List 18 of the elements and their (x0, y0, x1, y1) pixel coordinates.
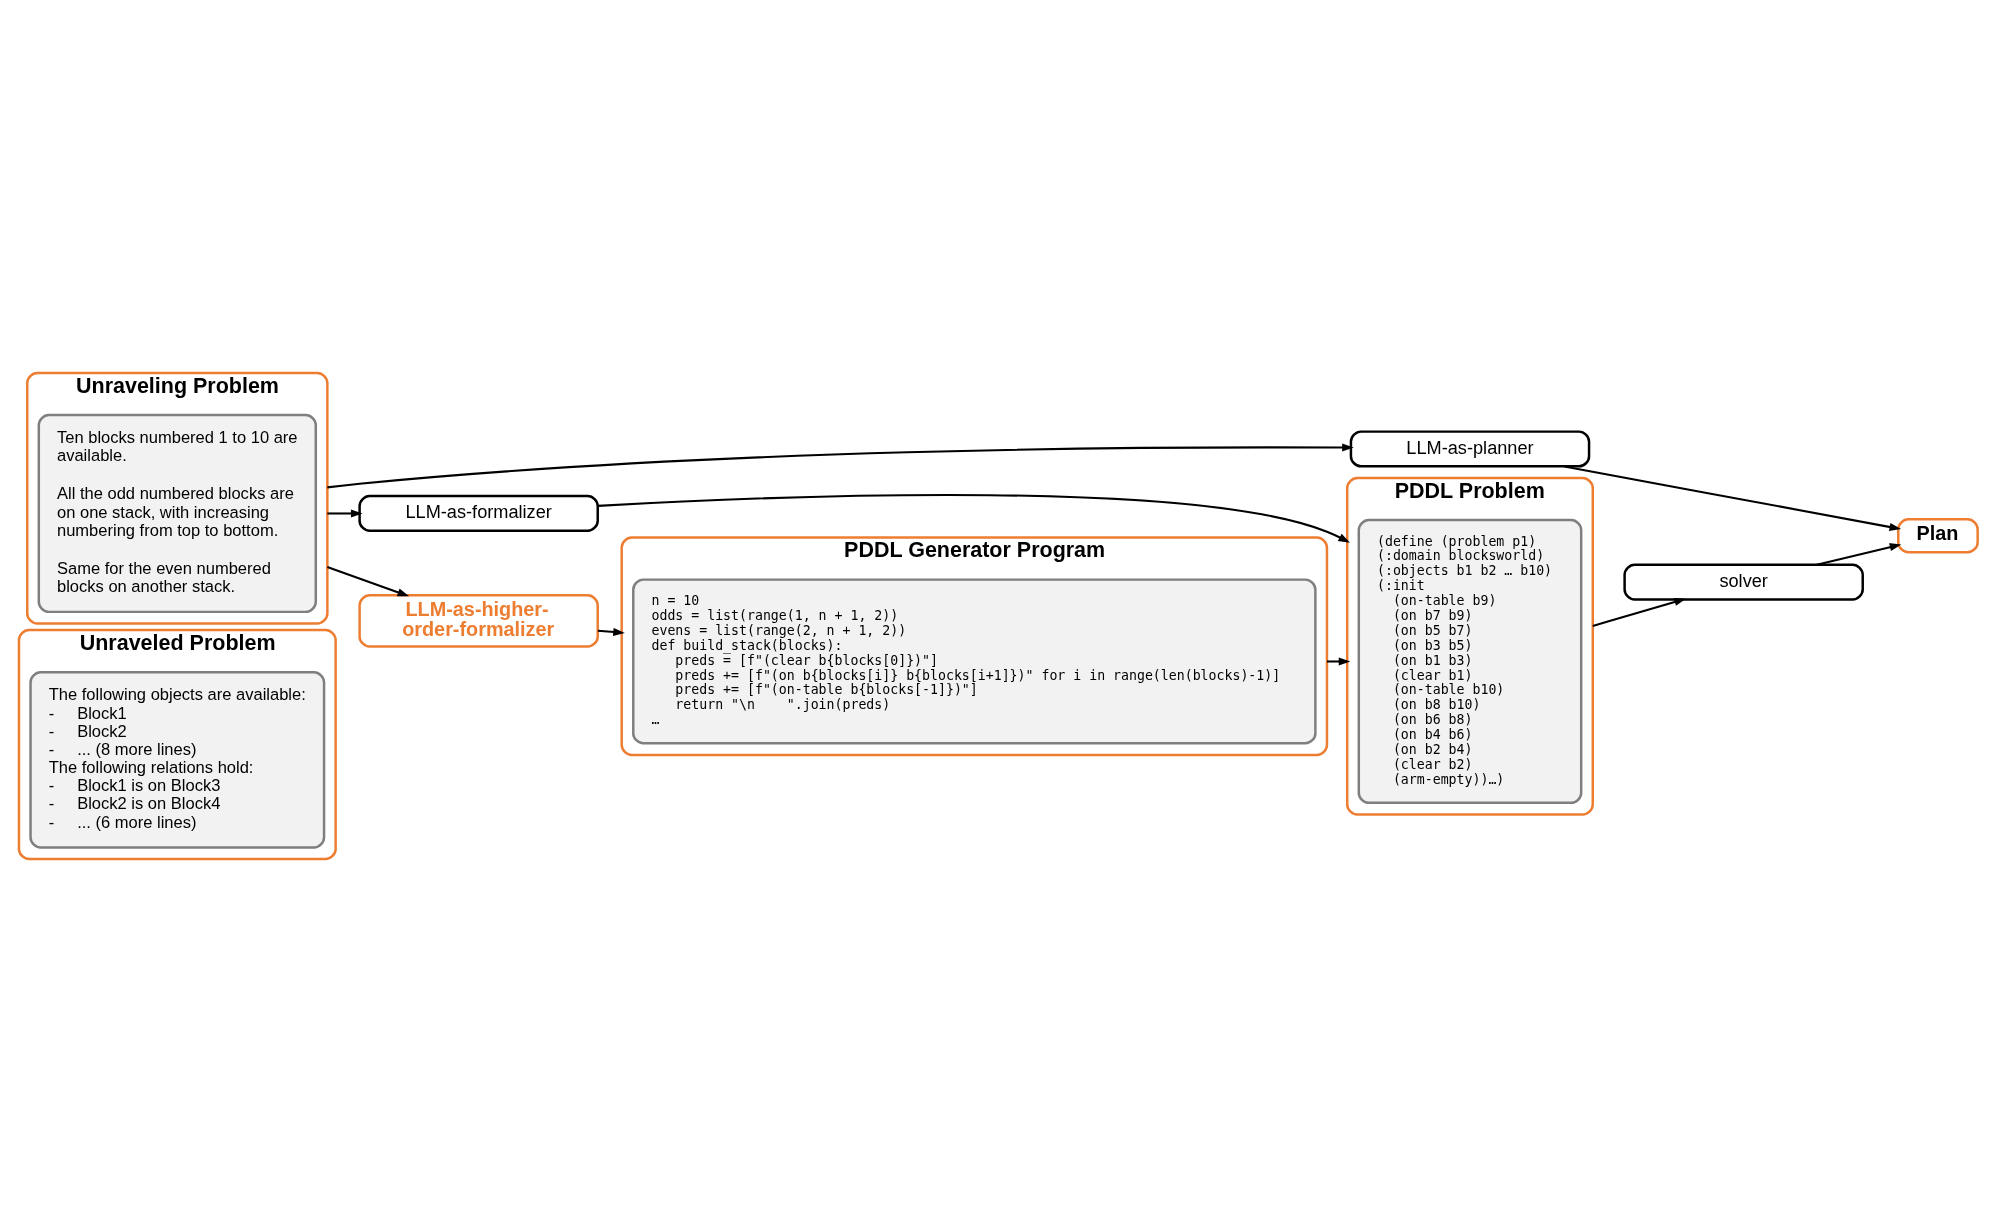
node-box: (define (problem p1) (:domain blocksworld) (:objects b1 b2 … b10) (:init (on-table b9) (on b7 b9) (on b5 b7) (on b3 b5) (on b1 b3) (clear b1) (on-table b10) (on b8 b10) (on b6 b8) (on b4 b6) (on b2 b4) (clear b2) (arm-empty))…) (1357, 518, 1583, 805)
node-box: solver (1623, 563, 1864, 601)
node-box: Plan (1897, 518, 1979, 554)
arrow (597, 627, 625, 636)
arrow (327, 509, 363, 518)
arrow (1816, 543, 1902, 566)
arrow (1592, 598, 1686, 627)
arrow (1564, 465, 1902, 531)
arrow (327, 443, 1354, 489)
node-box: LLM-as-planner (1349, 430, 1591, 468)
arrow (1326, 657, 1351, 666)
arrow (597, 494, 1350, 543)
node-box: LLM-as-higher-order-formalizer (358, 594, 599, 648)
arrow (327, 566, 410, 597)
node-box: n = 10 odds = list(range(1, n + 1, 2)) evens = list(range(2, n + 1, 2)) def build_stack(blocks): preds = [f"(clear b{blocks[0]})"] preds += [f"(on b{blocks[i]} b{blocks[i+1]})" for i in range(len(blocks)-1)] preds += [f"(on-table b{blocks[-1]})"] return "\n ".join(preds) … (632, 578, 1317, 745)
node-box: LLM-as-formalizer (358, 494, 599, 533)
node-box: The following objects are available: - Block1 - Block2 - ... (8 more lines) The following relations hold: - Block1 is on Block3 - Block2 is on Block4 - ... (6 more lines) (29, 671, 326, 849)
node-box: Ten blocks numbered 1 to 10 are available. All the odd numbered blocks are on one stack, with increasing numbering from top to bottom. Same for the even numbered blocks on another stack. (37, 413, 318, 614)
